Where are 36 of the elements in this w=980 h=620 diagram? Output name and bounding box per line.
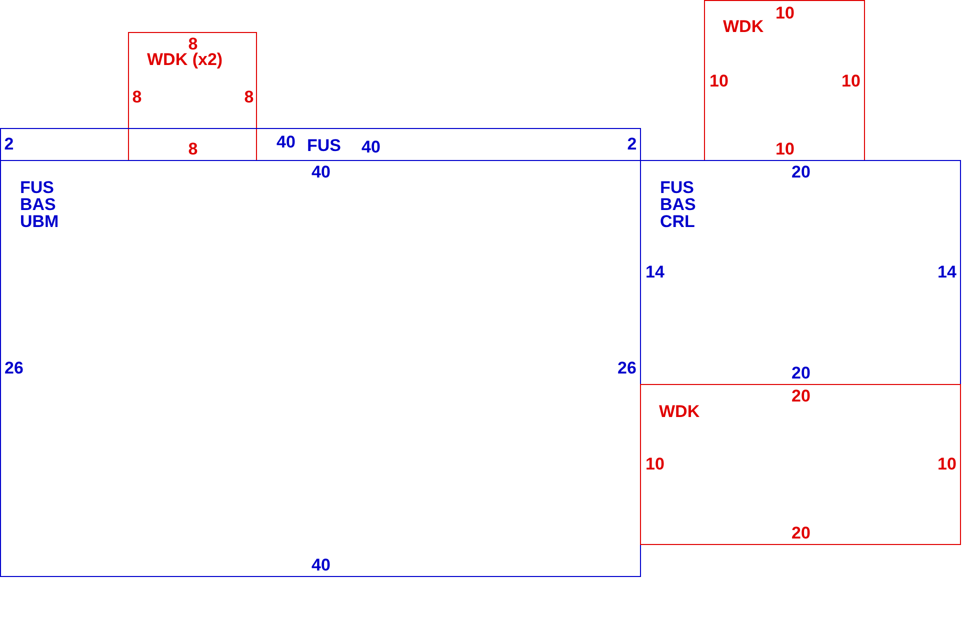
box-label: FUS BAS UBM: [20, 179, 60, 230]
dimension-label: 40: [276, 134, 296, 150]
dimension-label: 26: [618, 360, 636, 376]
outline-box: [704, 0, 865, 161]
dimension-label: 10: [710, 72, 728, 90]
dimension-label: 40: [312, 556, 330, 574]
dimension-label: 20: [792, 364, 810, 382]
dimension-label: 8: [132, 88, 142, 106]
box-label: WDK: [723, 18, 764, 35]
dimension-label: 10: [776, 4, 794, 22]
outline-box: [0, 128, 641, 161]
box-label: WDK: [659, 403, 700, 420]
outline-box: [640, 384, 961, 545]
dimension-label: 40: [362, 138, 380, 156]
dimension-label: 2: [4, 136, 14, 152]
dimension-label: 14: [646, 264, 664, 280]
dimension-label: 8: [188, 36, 198, 52]
box-label: FUS BAS CRL: [660, 179, 697, 230]
dimension-label: 20: [792, 388, 810, 404]
outline-box: [128, 32, 257, 161]
dimension-label: 14: [938, 264, 956, 280]
outline-box: [0, 160, 641, 577]
dimension-label: 8: [244, 88, 254, 106]
dimension-label: 10: [776, 140, 794, 158]
dimension-label: 40: [312, 164, 330, 180]
dimension-label: 26: [4, 360, 24, 376]
dimension-label: 20: [792, 164, 810, 180]
dimension-label: 10: [938, 456, 956, 472]
dimension-label: 8: [188, 140, 198, 158]
dimension-label: 20: [792, 524, 810, 542]
box-label: WDK (x2): [147, 51, 223, 68]
box-label: FUS: [307, 137, 341, 154]
dimension-label: 2: [627, 136, 637, 152]
dimension-label: 10: [842, 72, 860, 90]
dimension-label: 10: [646, 456, 664, 472]
outline-box: [640, 160, 961, 385]
